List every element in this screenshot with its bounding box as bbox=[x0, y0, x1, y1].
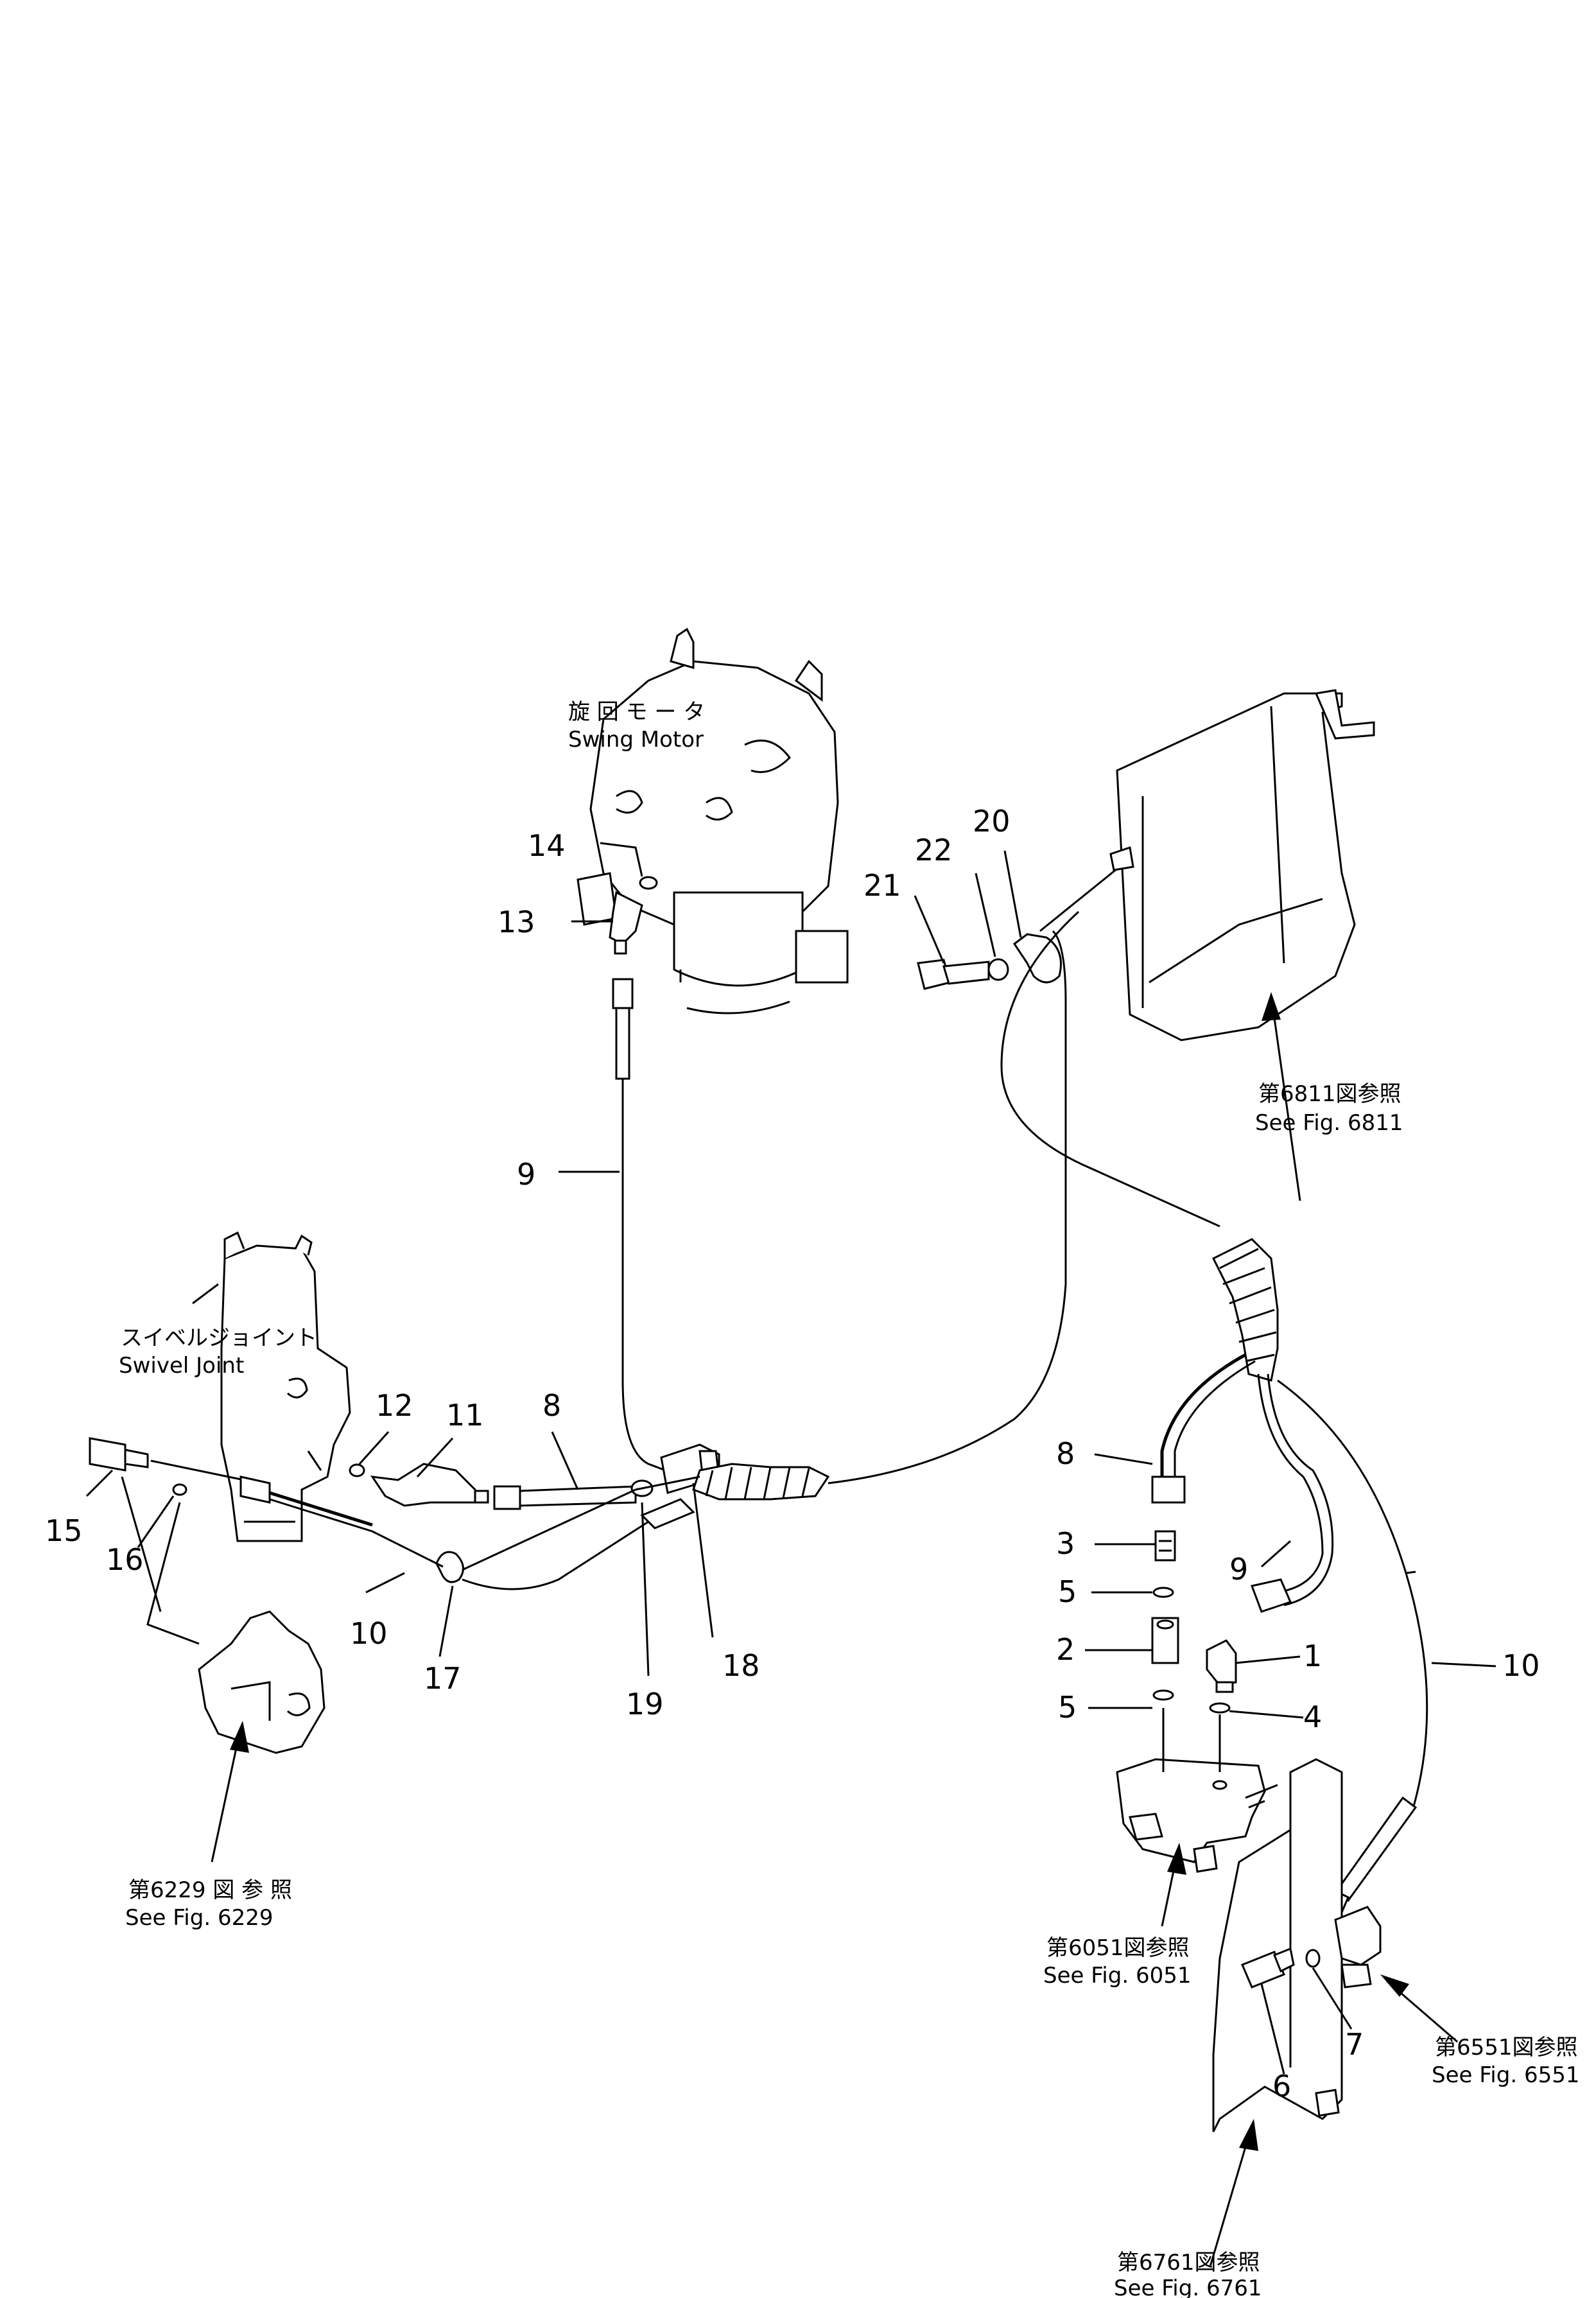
callout-12: 12 bbox=[376, 1388, 413, 1423]
callout-2: 2 bbox=[1056, 1632, 1075, 1667]
elbow-fitting-13 bbox=[609, 891, 643, 955]
hose-bundle-to-right bbox=[828, 930, 1067, 1484]
o-ring-5-upper bbox=[1152, 1587, 1174, 1598]
callout-7: 7 bbox=[1345, 2027, 1364, 2062]
reference-arrows bbox=[211, 992, 1458, 2267]
elbow-fitting-1 bbox=[1206, 1639, 1237, 1693]
callout-9-left: 9 bbox=[517, 1157, 535, 1192]
bolt-21 bbox=[917, 959, 990, 990]
callout-9-right: 9 bbox=[1229, 1552, 1248, 1587]
callout-5-upper: 5 bbox=[1058, 1574, 1077, 1609]
spiral-wrap-center bbox=[640, 1463, 830, 1529]
o-ring-16 bbox=[172, 1483, 187, 1496]
ref-6761-jp: 第6761図参照 bbox=[1117, 2250, 1260, 2276]
swivel-joint-drawing bbox=[220, 1231, 351, 1542]
nipple-3 bbox=[1154, 1530, 1176, 1562]
callout-8-right: 8 bbox=[1056, 1436, 1075, 1471]
o-ring-5-lower bbox=[1152, 1689, 1174, 1701]
ref-6551-en: See Fig. 6551 bbox=[1432, 2062, 1579, 2088]
reference-labels: 第6811図参照 See Fig. 6811 第6229 図 参 照 See F… bbox=[125, 1081, 1579, 2298]
hose-18-leader-line bbox=[462, 1488, 636, 1571]
hose-left-outline bbox=[635, 1475, 700, 1491]
swivel-joint-label: スイベルジョイント Swivel Joint bbox=[119, 1325, 317, 1379]
callout-10-right: 10 bbox=[1502, 1648, 1540, 1683]
o-ring-14 bbox=[639, 876, 658, 890]
spiral-wrap-right bbox=[1211, 1238, 1279, 1382]
ref-6811-jp: 第6811図参照 bbox=[1258, 1081, 1401, 1107]
callout-13: 13 bbox=[498, 905, 535, 939]
ref-6551-jp: 第6551図参照 bbox=[1435, 2035, 1578, 2060]
valve-block-6051 bbox=[1116, 1708, 1278, 1873]
ref-6051-jp: 第6051図参照 bbox=[1046, 1935, 1190, 1961]
callout-17: 17 bbox=[424, 1661, 462, 1696]
o-ring-12 bbox=[349, 1463, 365, 1477]
callout-14: 14 bbox=[528, 828, 566, 863]
callout-20: 20 bbox=[973, 804, 1011, 839]
ref-6051-en: See Fig. 6051 bbox=[1043, 1963, 1191, 1989]
callout-1: 1 bbox=[1303, 1639, 1322, 1673]
leader-lines bbox=[85, 842, 1496, 2075]
block-6551 bbox=[1334, 1906, 1382, 1989]
callout-numbers: 1 2 3 4 5 5 6 7 8 8 9 9 10 10 11 12 13 1… bbox=[45, 804, 1540, 2103]
clamp-17 bbox=[435, 1551, 464, 1583]
bracket-6761 bbox=[1212, 1758, 1343, 2132]
swing-motor-drawing bbox=[577, 627, 849, 1014]
swivel-joint-label-jp: スイベルジョイント bbox=[121, 1325, 317, 1351]
o-ring-7 bbox=[1305, 1949, 1321, 1968]
hose-clamp-to-bundle bbox=[1000, 910, 1220, 1228]
callout-6: 6 bbox=[1272, 2069, 1291, 2103]
swing-motor-label-jp: 旋 回 モ ー タ bbox=[568, 699, 705, 725]
connector-15-axis bbox=[150, 1459, 245, 1481]
ref-6761-en: See Fig. 6761 bbox=[1114, 2276, 1262, 2298]
swing-motor-label: 旋 回 モ ー タ Swing Motor bbox=[568, 699, 705, 753]
callout-4: 4 bbox=[1303, 1700, 1322, 1734]
hose-10-route-b bbox=[462, 1520, 649, 1590]
callout-15: 15 bbox=[45, 1513, 83, 1548]
swivel-joint-label-en: Swivel Joint bbox=[119, 1353, 244, 1379]
panel-6811-drawing bbox=[1109, 689, 1375, 1041]
callout-21: 21 bbox=[863, 868, 901, 903]
o-ring-4 bbox=[1209, 1702, 1231, 1714]
callout-18: 18 bbox=[722, 1648, 760, 1683]
callout-22: 22 bbox=[915, 833, 953, 867]
hose-clamp-to-panel bbox=[1039, 862, 1124, 932]
callout-16: 16 bbox=[106, 1542, 144, 1577]
elbow-fitting-11 bbox=[370, 1463, 489, 1507]
callout-10-left: 10 bbox=[350, 1616, 388, 1651]
ref-6229-en: See Fig. 6229 bbox=[125, 1905, 273, 1931]
callout-5-lower: 5 bbox=[1058, 1690, 1077, 1725]
hose-9-upper bbox=[612, 978, 700, 1484]
swing-motor-label-en: Swing Motor bbox=[568, 727, 704, 753]
hose-9-right bbox=[1250, 1373, 1334, 1613]
callout-3: 3 bbox=[1056, 1526, 1075, 1561]
ref-6229-jp: 第6229 図 参 照 bbox=[128, 1877, 292, 1903]
washer-22 bbox=[987, 958, 1009, 981]
callout-19: 19 bbox=[626, 1687, 664, 1721]
swivel-joint-leader bbox=[192, 1283, 219, 1305]
hose-10-route-a bbox=[372, 1530, 444, 1568]
callout-11: 11 bbox=[446, 1398, 484, 1432]
hose-8-left bbox=[493, 1485, 637, 1510]
ref-6811-en: See Fig. 6811 bbox=[1255, 1110, 1403, 1136]
callout-8-left: 8 bbox=[542, 1388, 561, 1423]
hose-8-right bbox=[1151, 1353, 1256, 1504]
bracket-6229 bbox=[121, 1476, 325, 1754]
connector-6 bbox=[1241, 1947, 1295, 1989]
connector-15 bbox=[89, 1437, 149, 1472]
adapter-2 bbox=[1151, 1617, 1179, 1664]
hose-10-swivel-end bbox=[239, 1475, 373, 1533]
